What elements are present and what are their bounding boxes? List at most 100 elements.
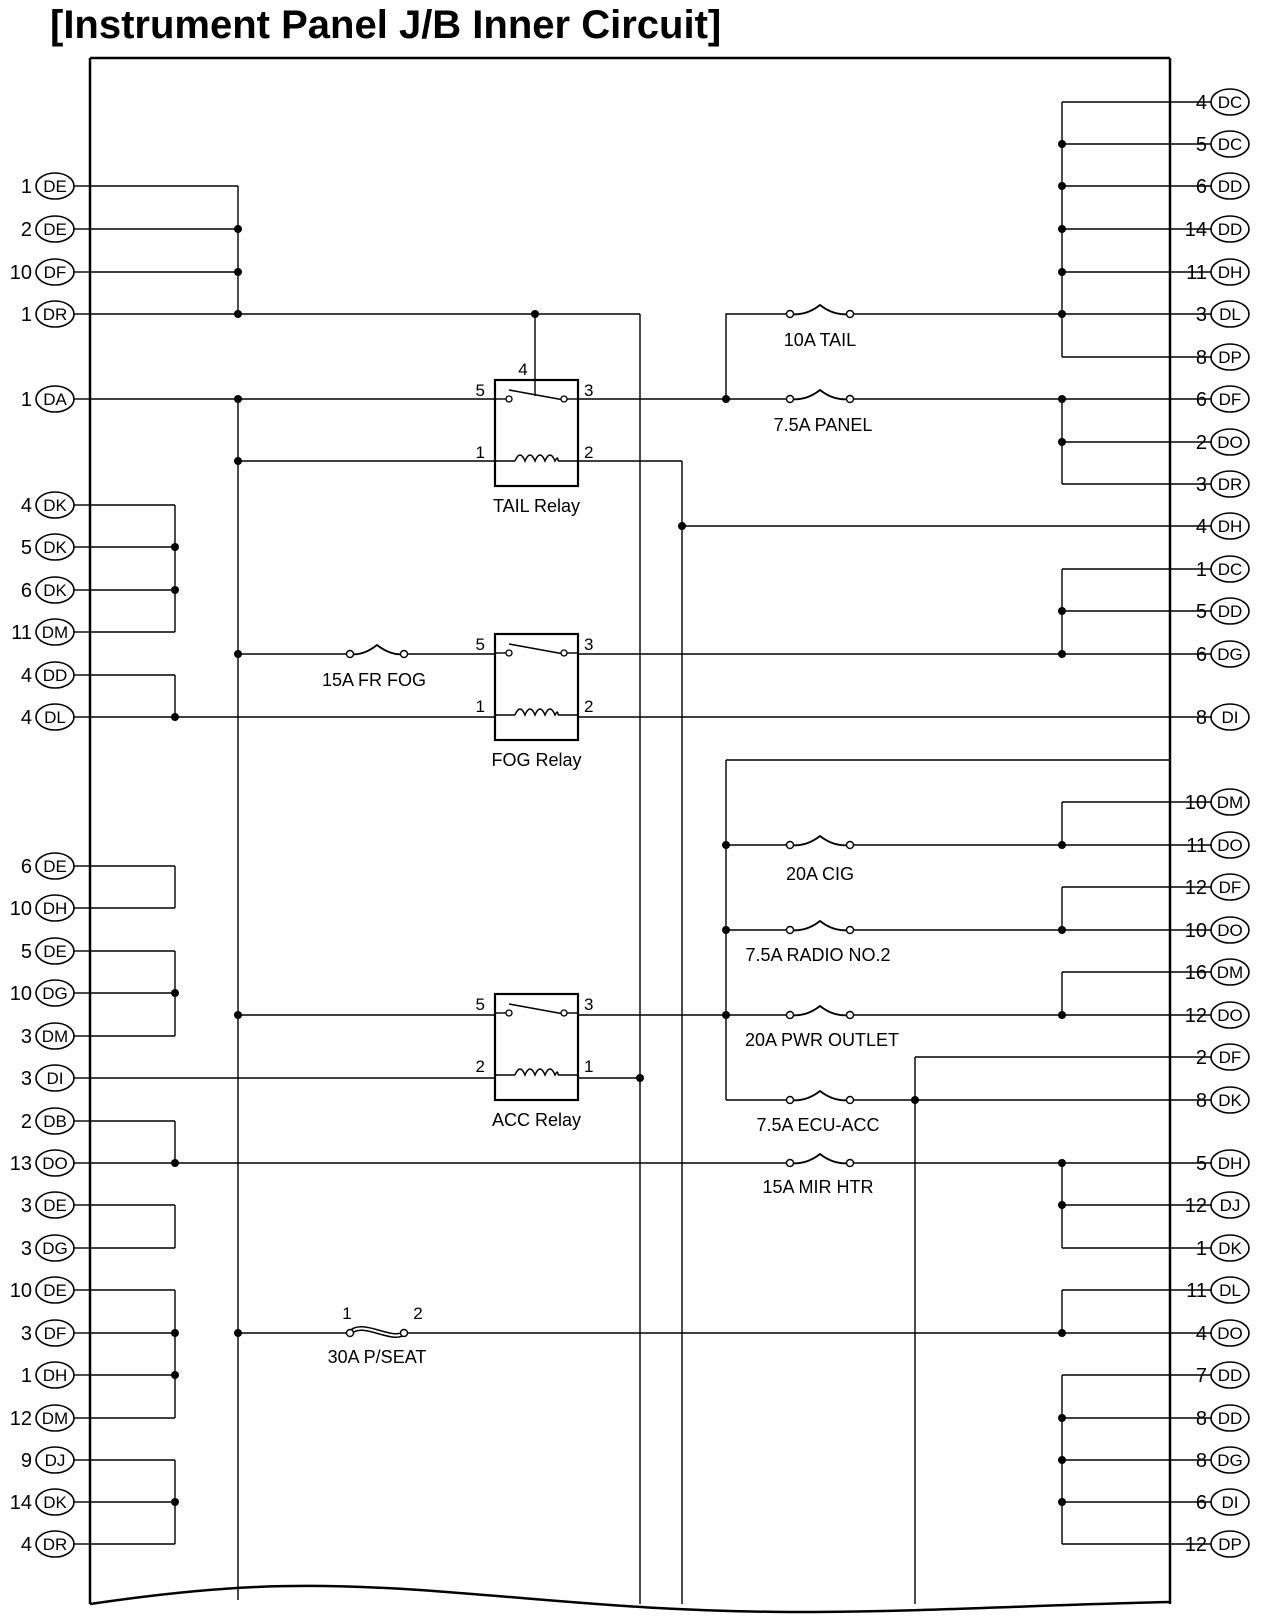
connector-code: DG [42, 984, 68, 1003]
pin-number: 8 [1196, 1450, 1207, 1472]
connector-oval [35, 172, 75, 200]
left-terminal-de-6: DE6 [21, 852, 75, 880]
connector-code: DE [43, 220, 67, 239]
connector-code: DF [1219, 1048, 1242, 1067]
connector-code: DO [1217, 433, 1243, 452]
connector-oval [1210, 1001, 1250, 1029]
connector-oval [35, 661, 75, 689]
connector-code: DG [1217, 645, 1243, 664]
junction-dot [234, 225, 242, 233]
relay-terminal-number: 5 [476, 381, 485, 400]
connector-code: DM [1217, 963, 1243, 982]
pin-number: 8 [1196, 707, 1207, 729]
connector-oval [1210, 873, 1250, 901]
connector-code: DL [1219, 305, 1241, 324]
connector-code: DO [42, 1154, 68, 1173]
connector-oval [35, 1319, 75, 1347]
relay-label: ACC Relay [492, 1110, 581, 1130]
connector-code: DD [1218, 220, 1243, 239]
connector-oval [35, 1488, 75, 1516]
connector-code: DC [1218, 135, 1243, 154]
connector-oval [1210, 512, 1250, 540]
junction-dot [234, 457, 242, 465]
pin-number: 1 [21, 176, 32, 198]
junction-dot [722, 1011, 730, 1019]
pin-number: 5 [1196, 1153, 1207, 1175]
pin-number: 10 [10, 1280, 32, 1302]
left-terminal-df-3: DF3 [21, 1319, 75, 1347]
relay-coil [514, 708, 559, 717]
right-terminal-dl-3: DL 3 [1196, 300, 1250, 328]
junction-dot [171, 543, 179, 551]
fuse-terminal [845, 1095, 855, 1105]
connector-oval [1210, 470, 1250, 498]
connector-oval [1210, 788, 1250, 816]
fuse-element [789, 303, 851, 316]
junction-dot [1058, 1456, 1066, 1464]
connector-oval [35, 533, 75, 561]
fuse-element [349, 643, 405, 656]
relay-contact [560, 1009, 568, 1017]
left-terminal-dh-1: DH1 [21, 1361, 75, 1389]
relay-switch-arm [508, 389, 565, 401]
connector-oval [1210, 428, 1250, 456]
fuse-15a-mir-htr: 15A MIR HTR [762, 1152, 874, 1197]
fuse-element [789, 388, 851, 401]
junction-dot [1058, 225, 1066, 233]
connector-code: DL [44, 708, 66, 727]
fuse-terminal [845, 840, 855, 850]
connector-code: DF [44, 263, 67, 282]
connector-code: DK [1218, 1239, 1242, 1258]
junction-dot [911, 1096, 919, 1104]
connector-oval [35, 852, 75, 880]
junction-dot [722, 926, 730, 934]
junction-dot [171, 1329, 179, 1337]
fuse-7-5a-ecu-acc: 7.5A ECU-ACC [756, 1089, 880, 1135]
right-terminal-do-2: DO2 [1196, 428, 1250, 456]
pin-number: 3 [21, 1238, 32, 1260]
connector-code: DJ [45, 1451, 66, 1470]
relay-terminal-number: 4 [518, 360, 527, 379]
connector-code: DE [43, 857, 67, 876]
connector-code: DD [43, 666, 68, 685]
connector-oval [35, 258, 75, 286]
connector-oval [1210, 258, 1250, 286]
connector-oval [1210, 172, 1250, 200]
connector-code: DI [1222, 708, 1239, 727]
connector-code: DF [1219, 390, 1242, 409]
pin-number: 12 [1185, 1534, 1207, 1556]
connector-code: DJ [1220, 1196, 1241, 1215]
connector-code: DD [1218, 1366, 1243, 1385]
connector-oval [35, 1191, 75, 1219]
fuse-terminal [785, 840, 795, 850]
junction-dot [234, 1011, 242, 1019]
relay-coil [514, 454, 559, 463]
relay-switch-arm [508, 643, 565, 655]
junction-dot [1058, 395, 1066, 403]
fuse-terminal [785, 1158, 795, 1168]
junction-dot [1058, 310, 1066, 318]
pin-number: 3 [1196, 304, 1207, 326]
connector-code: DH [43, 899, 68, 918]
connector-oval [1210, 1086, 1250, 1114]
junction-dot [171, 713, 179, 721]
connector-oval [35, 618, 75, 646]
junction-dot [1058, 1329, 1066, 1337]
connector-oval [1210, 130, 1250, 158]
fuse-terminal [845, 925, 855, 935]
junction-dot [234, 268, 242, 276]
connector-oval [1210, 1149, 1250, 1177]
right-terminal-dk-8: DK8 [1196, 1086, 1250, 1114]
junction-dot [636, 1074, 644, 1082]
pin-number: 10 [1185, 920, 1207, 942]
junction-dot [171, 1498, 179, 1506]
fuse-20a-cig: 20A CIG [785, 834, 855, 884]
connector-oval [1210, 1234, 1250, 1262]
junction-dot [1058, 926, 1066, 934]
relay-terminal-number: 1 [476, 697, 485, 716]
fuse-element [789, 834, 851, 847]
